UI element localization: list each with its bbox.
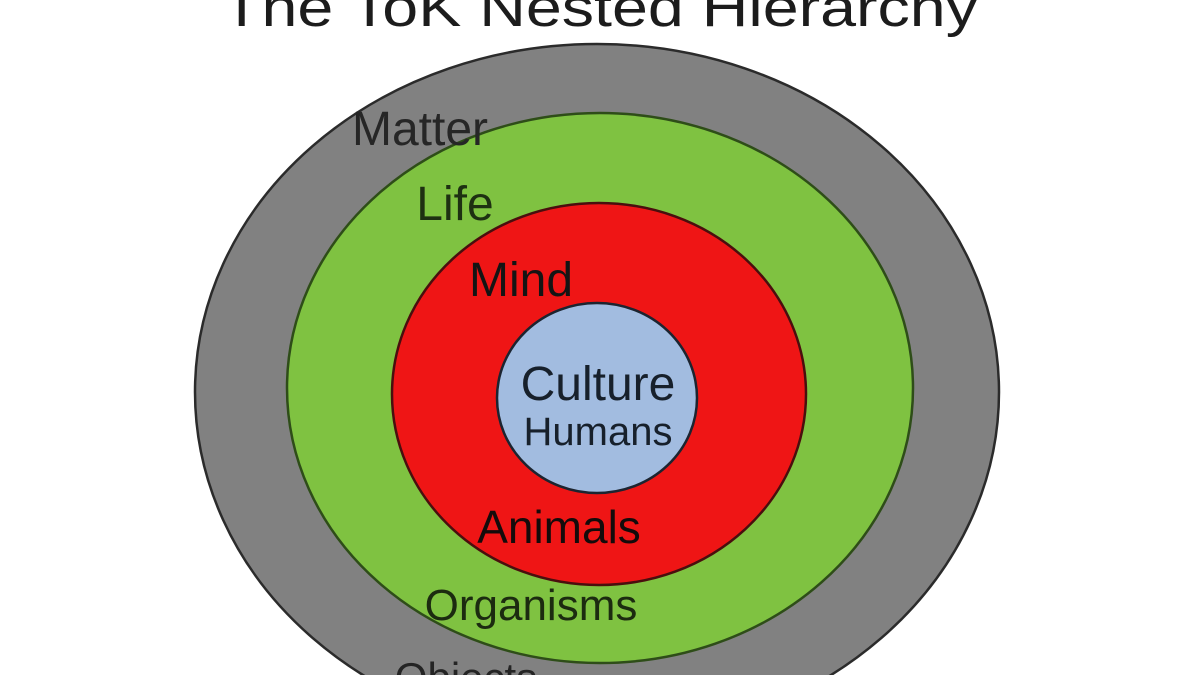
- matter-label: Matter: [352, 103, 488, 156]
- animals-label: Animals: [477, 501, 641, 553]
- humans-label: Humans: [524, 410, 673, 454]
- life-label: Life: [416, 178, 493, 231]
- culture-circle-ellipse: [495, 301, 699, 495]
- organisms-label: Organisms: [425, 581, 638, 630]
- mind-label: Mind: [469, 254, 573, 307]
- slide-title: The ToK Nested Hierarchy: [222, 0, 978, 38]
- objects-label: Objects: [395, 654, 537, 675]
- culture-label: Culture: [521, 358, 676, 411]
